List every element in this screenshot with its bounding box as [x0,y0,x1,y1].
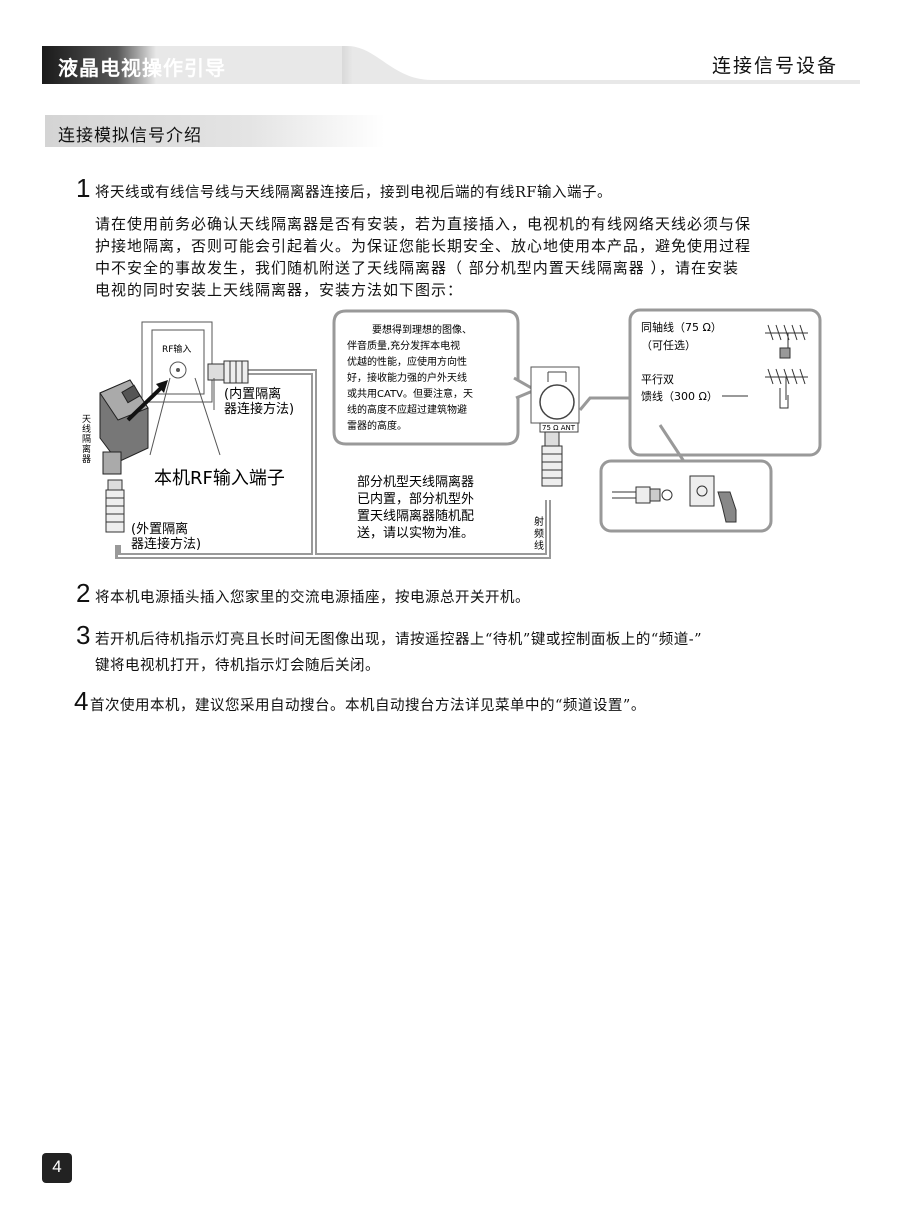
notice-line: 护接地隔离，否则可能会引起着火。为保证您能长期安全、放心地使用本产品，避免使用过… [95,237,752,255]
builtin-note-line: 送，请以实物为准。 [357,526,474,541]
feeder-label: 馈线（300 Ω） [641,389,718,403]
arrow-head [156,380,168,393]
antenna-wall-socket [530,366,580,433]
plug-detail-box [599,459,773,533]
page-number: 4 [52,1157,62,1176]
rf-terminal-label: 本机RF输入端子 [154,468,285,489]
chapter-title: 连接信号设备 [712,55,839,77]
step-4-number: 4 [74,686,89,716]
ant-label: 75 Ω ANT [542,424,576,432]
rf-input-label: RF输入 [162,343,191,355]
external-method-line2: 器连接方法) [131,536,201,552]
section-title-bar [45,115,385,147]
step-2-text: 将本机电源插头插入您家里的交流电源插座，按电源总开关开机。 [95,590,530,606]
internal-method-line1: (内置隔离 [224,386,281,402]
step-1-text: 将天线或有线信号线与天线隔离器连接后，接到电视后端的有线RF输入端子。 [95,185,612,201]
page-number-badge [42,1153,72,1183]
tip-line: 线的高度不应超过建筑物避 [347,403,467,416]
tip-line: 优越的性能，应使用方向性 [347,355,467,368]
tip-line: 要想得到理想的图像、 [372,323,472,336]
antenna-type-box [628,308,822,457]
isolator-label-char: 离 [82,443,91,455]
tip-line: 伴音质量,充分发挥本电视 [347,339,460,352]
rf-cable-char: 线 [534,539,544,552]
tip-text: 要想得到理想的图像、 伴音质量,充分发挥本电视 优越的性能，应使用方向性 好，接… [347,323,473,432]
cable-path-highlight [118,371,549,557]
section-title: 连接模拟信号介绍 [58,126,202,146]
isolator-label: 天 线 隔 离 器 [82,415,91,465]
isolator-label-char: 线 [82,423,91,435]
internal-isolator-plug [207,360,249,384]
coax-label: 同轴线（75 Ω） [641,320,722,334]
step-3-text-line2: 键将电视机打开，待机指示灯会随后关闭。 [95,658,380,674]
isolator-label-char: 器 [82,454,91,465]
builtin-note-line: 部分机型天线隔离器 [357,474,474,490]
step-4-text: 首次使用本机，建议您采用自动搜台。本机自动搜台方法详见菜单中的“频道设置”。 [90,698,646,714]
step-2-number: 2 [76,578,91,608]
tip-line: 或共用CATV。但要注意，天 [347,387,473,400]
step-3-text-line1: 若开机后待机指示灯亮且长时间无图像出现，请按遥控器上“待机”键或控制面板上的“频… [95,632,703,648]
wall-outlet-icon [689,475,737,523]
header-title: 液晶电视操作引导 [58,56,226,80]
builtin-note-line: 已内置，部分机型外 [357,491,474,507]
rf-cable-char: 射 [534,516,544,528]
parallel-label: 平行双 [641,373,674,386]
rf-port-pin [176,368,180,372]
isolator-label-char: 隔 [82,434,91,445]
rf-cable-char: 频 [534,527,544,540]
rf-cable-label: 射 频 线 [534,516,544,552]
coax-antenna-icon [765,324,808,359]
antenna-box-connector [578,396,630,411]
tip-line: 雷器的高度。 [347,419,407,432]
builtin-note: 部分机型天线隔离器 已内置，部分机型外 置天线隔离器随机配 送，请以实物为准。 [357,474,474,541]
insert-arrow [126,385,164,422]
tip-bubble [332,309,520,446]
feeder-plug-icon [612,486,673,504]
notice-paragraph: 请在使用前务必确认天线隔离器是否有安装，若为直接插入，电视机的有线网络天线必须与… [95,213,751,301]
internal-method-line2: 器连接方法) [224,401,294,417]
detail-connector [658,424,687,464]
step-1-number: 1 [76,173,91,203]
external-method-line1: (外置隔离 [131,521,188,537]
step-3-number: 3 [76,620,91,650]
callout-lines [149,377,221,456]
tip-line: 好，接收能力强的户外天线 [347,371,467,384]
external-isolator [99,379,149,475]
rf-cable-plug [541,431,563,487]
parallel-antenna-icon [765,368,808,409]
header-band [42,46,860,84]
notice-line: 请在使用前务必确认天线隔离器是否有安装，若为直接插入，电视机的有线网络天线必须与… [95,215,752,233]
external-plug [105,479,125,533]
builtin-note-line: 置天线隔离器随机配 [357,508,474,524]
connection-diagram: RF输入 天 线 隔 离 器 (内置隔离 器 [82,308,822,559]
coax-optional: （可任选） [641,339,696,352]
notice-line: 中不安全的事故发生，我们随机附送了天线隔离器（ 部分机型内置天线隔离器 ），请在… [95,259,740,277]
isolator-label-char: 天 [82,415,91,425]
notice-line: 电视的同时安装上天线隔离器，安装方法如下图示： [95,281,464,299]
